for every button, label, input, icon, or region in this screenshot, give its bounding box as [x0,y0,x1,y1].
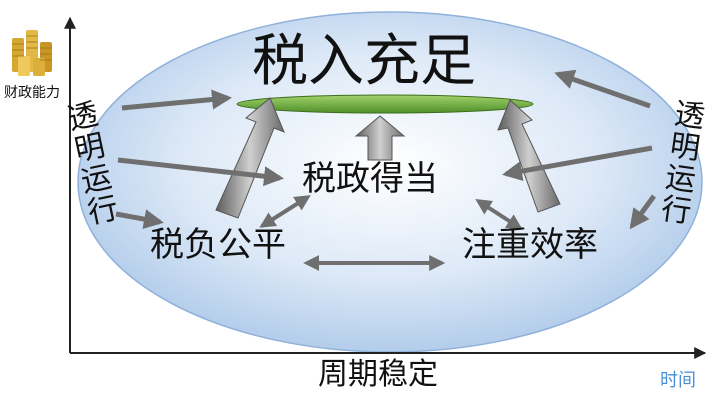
coin-stacks-icon [12,30,52,76]
center-label: 税政得当 [302,159,438,199]
inflow-arrows [115,69,657,230]
arrow-left-to-center [117,157,284,187]
arrow-right-to-platform [554,69,651,109]
arrow-center-right-node [475,199,523,230]
arrow-right-to-node [629,194,657,230]
connector-arrows [259,195,523,271]
arrow-left-to-node [115,209,164,229]
arrow-center-left-node [259,195,311,228]
arrow-left-to-platform [121,89,232,111]
big-arrow-right [497,99,561,213]
y-axis-label: 财政能力 [4,85,60,101]
diagram-title: 税入充足 [252,29,476,94]
arrow-right-to-center [502,145,653,182]
x-axis-label: 周期稳定 [318,357,438,392]
big-arrow-left [215,97,285,219]
node-tax-fairness: 税负公平 [150,225,286,265]
node-efficiency: 注重效率 [462,225,598,265]
platform [236,94,534,114]
big-arrow-center [354,115,406,161]
time-label: 时间 [660,370,696,391]
